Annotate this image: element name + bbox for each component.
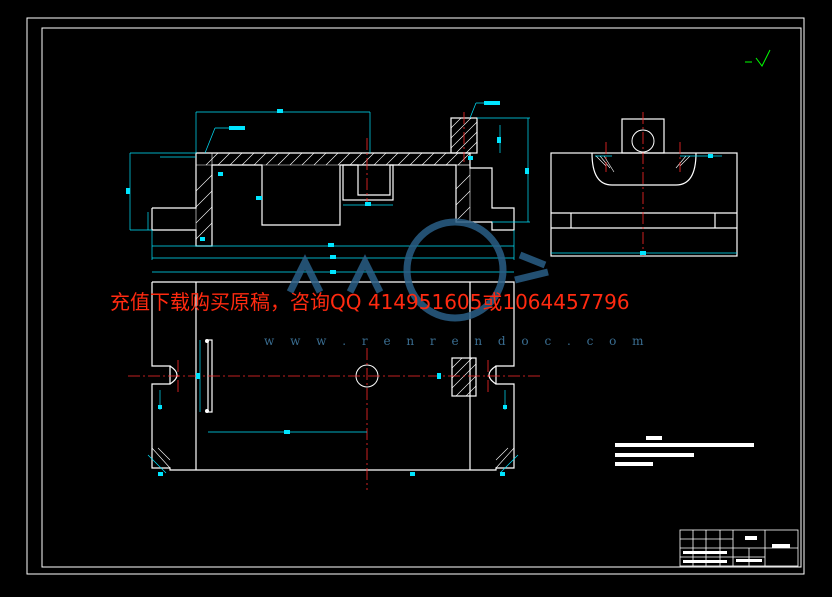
plan-view xyxy=(128,270,540,490)
title-block xyxy=(679,529,799,567)
drawing-frame xyxy=(26,17,805,575)
renrendoc-logo-icon xyxy=(286,218,549,322)
surface-roughness-icon xyxy=(745,49,771,67)
front-section-view xyxy=(126,101,530,260)
technical-notes-block xyxy=(615,436,754,466)
promo-overlay-text: 充值下载购买原稿，咨询QQ 414951605或1064457796 xyxy=(110,290,630,314)
watermark-url: w w w . r e n r e n d o c . c o m xyxy=(264,334,650,348)
side-view xyxy=(550,112,738,257)
